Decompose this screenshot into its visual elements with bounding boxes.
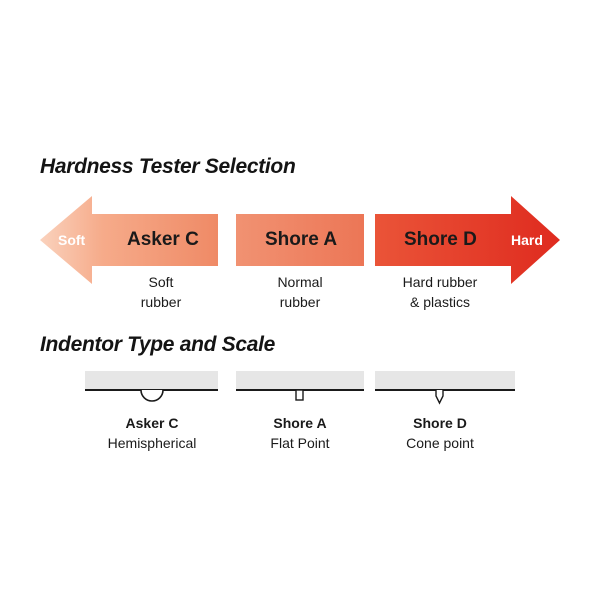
indentor-shore-d-diagram [375, 371, 515, 405]
segment-shore-a-label: Shore A [265, 229, 338, 250]
indentor-shore-d-name: Shore D [413, 415, 467, 431]
indentor-type-title: Indentor Type and Scale [40, 333, 276, 356]
indentor-asker-c-diagram [85, 371, 218, 402]
indentor-asker-c-type: Hemispherical [107, 435, 197, 451]
segment-shore-a-description: Normal rubber [277, 274, 323, 310]
hemisphere-icon [140, 389, 164, 402]
indentor-shore-a-diagram [236, 371, 364, 401]
hardness-selection-title: Hardness Tester Selection [40, 155, 296, 178]
indentor-shore-d-type: Cone point [406, 435, 474, 451]
arrow-segment-hard [375, 196, 560, 284]
arrow-segment-soft [40, 196, 218, 284]
segment-shore-d-description: Hard rubber & plastics [402, 274, 478, 310]
indentor-asker-c-name: Asker C [125, 415, 179, 431]
arrow-segment-shore-a [236, 214, 364, 266]
cone-point-icon [435, 390, 444, 405]
indentor-shore-a-type: Flat Point [270, 435, 330, 451]
segment-shore-d-label: Shore D [404, 229, 477, 250]
segment-asker-c-label: Asker C [127, 229, 199, 250]
scale-soft-label: Soft [58, 232, 86, 248]
flat-point-icon [295, 389, 304, 401]
segment-asker-c-description: Soft rubber [140, 274, 182, 310]
scale-hard-label: Hard [511, 232, 543, 248]
indentor-shore-a-name: Shore A [273, 415, 327, 431]
